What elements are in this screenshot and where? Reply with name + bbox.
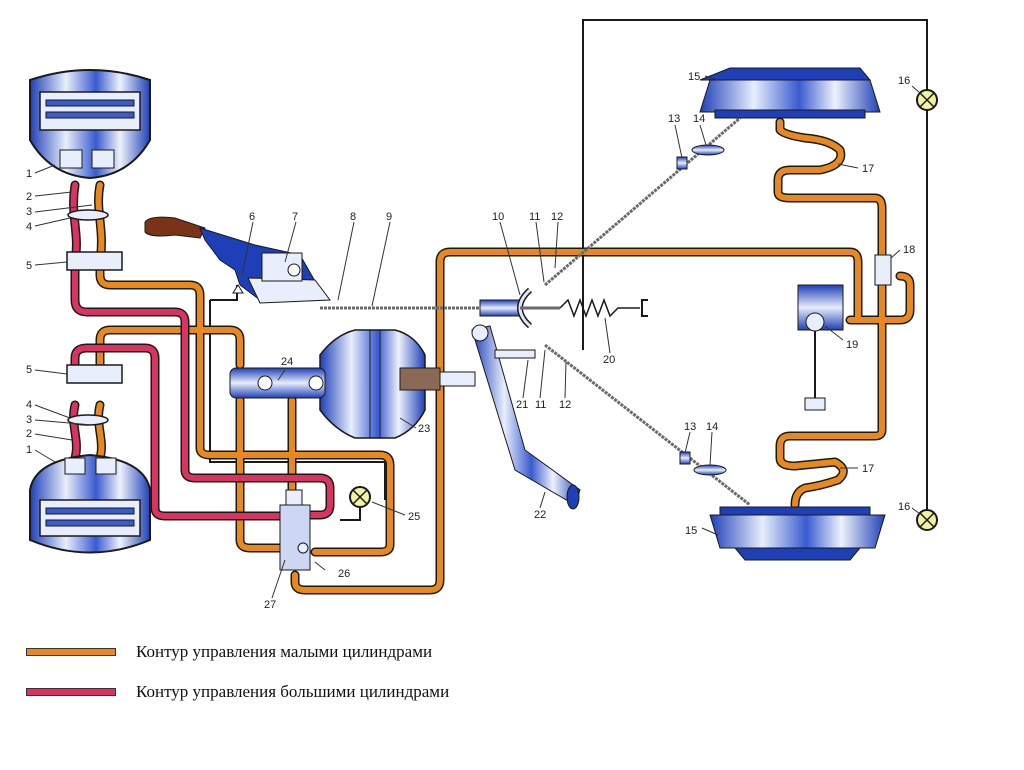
label-1-top: 1 — [26, 168, 32, 180]
legend-label: Контур управления малыми цилиндрами — [136, 642, 433, 661]
label-3-bottom: 3 — [26, 414, 32, 426]
label-24: 24 — [281, 356, 293, 368]
rear-brake-drum-top — [699, 67, 881, 119]
label-19: 19 — [846, 339, 858, 351]
label-15-top: 15 — [688, 71, 700, 83]
front-brake-caliper-bottom — [29, 453, 151, 554]
label-4-top: 4 — [26, 221, 32, 233]
label-5-top: 5 — [26, 260, 32, 272]
label-7: 7 — [292, 211, 298, 223]
label-1-bottom: 1 — [26, 444, 32, 456]
label-20: 20 — [603, 354, 615, 366]
label-13-top: 13 — [668, 113, 680, 125]
front-brake-caliper-top — [29, 69, 151, 180]
label-10: 10 — [492, 211, 504, 223]
legend: Контур управления малыми цилиндрами Конт… — [26, 632, 449, 712]
master-cylinder — [229, 367, 326, 399]
label-23: 23 — [418, 423, 430, 435]
label-22: 22 — [534, 509, 546, 521]
legend-label: Контур управления большими цилиндрами — [136, 682, 450, 701]
label-9: 9 — [386, 211, 392, 223]
label-14-top: 14 — [693, 113, 705, 125]
legend-item-large-circuit: Контур управления большими цилиндрами — [26, 672, 449, 712]
label-27: 27 — [264, 599, 276, 611]
small-cylinders-circuit-pipes — [94, 117, 915, 595]
label-26: 26 — [338, 568, 350, 580]
label-21: 21 — [516, 399, 528, 411]
cable-equalizer — [479, 287, 648, 329]
brake-system-diagram: 1 2 3 4 5 5 4 3 2 1 6 7 8 9 10 11 12 13 … — [26, 19, 938, 611]
legend-swatch-orange — [26, 648, 116, 656]
label-4-bottom: 4 — [26, 399, 32, 411]
vacuum-booster — [319, 329, 441, 439]
pressure-regulator — [797, 284, 844, 411]
part-number-labels: 1 2 3 4 5 5 4 3 2 1 6 7 8 9 10 11 12 13 … — [26, 71, 915, 611]
cable-seals — [676, 144, 727, 476]
label-2-top: 2 — [26, 191, 32, 203]
legend-item-small-circuit: Контур управления малыми цилиндрами — [26, 632, 449, 672]
label-16-bottom: 16 — [898, 501, 910, 513]
label-11-top: 11 — [529, 211, 540, 223]
label-2-bottom: 2 — [26, 428, 32, 440]
warning-lamp-25 — [349, 486, 371, 508]
warning-lamp-16-bottom — [916, 509, 938, 531]
label-17-bottom: 17 — [862, 463, 874, 475]
label-15-bottom: 15 — [685, 525, 697, 537]
brake-pedal — [429, 324, 581, 510]
label-14-bottom: 14 — [706, 421, 718, 433]
legend-swatch-red — [26, 688, 116, 696]
label-8: 8 — [350, 211, 356, 223]
pressure-warning-valve — [279, 489, 311, 571]
label-5-bottom: 5 — [26, 364, 32, 376]
pipe-clamps — [66, 209, 123, 426]
label-17-top: 17 — [862, 163, 874, 175]
label-16-top: 16 — [898, 75, 910, 87]
rear-brake-drum-bottom — [709, 506, 886, 561]
parking-brake-lever — [144, 216, 331, 304]
label-12-bottom: 12 — [559, 399, 571, 411]
label-6: 6 — [249, 211, 255, 223]
label-13-bottom: 13 — [684, 421, 696, 433]
label-3-top: 3 — [26, 206, 32, 218]
label-11-bottom: 11 — [535, 399, 546, 411]
warning-lamp-16-top — [916, 89, 938, 111]
label-18: 18 — [903, 244, 915, 256]
tee-fitting — [874, 254, 892, 286]
leader-lines — [34, 75, 921, 599]
label-25: 25 — [408, 511, 420, 523]
parking-brake-cables — [320, 116, 751, 507]
label-12-top: 12 — [551, 211, 563, 223]
